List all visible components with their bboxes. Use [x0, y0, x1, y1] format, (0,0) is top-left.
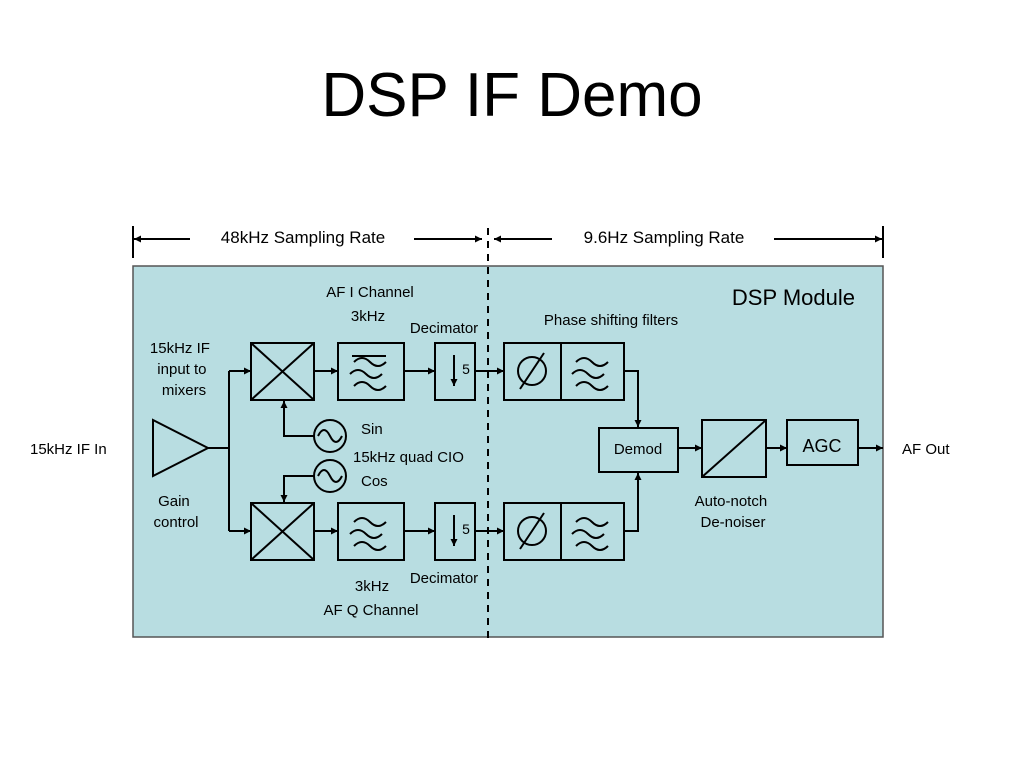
- q-phase-shifter-block: [503, 502, 562, 561]
- af-q-channel-label: AF Q Channel: [323, 602, 418, 619]
- q-phase-filter-block: [560, 502, 625, 561]
- demod-block: [598, 427, 679, 473]
- oscillator-label: 15kHz quad CIO: [353, 449, 464, 466]
- left-sampling-rate-label: 48kHz Sampling Rate: [221, 228, 385, 247]
- i-phase-filter-block: [560, 342, 625, 401]
- sampling-rate-markers: 48kHz Sampling Rate 9.6Hz Sampling Rate: [132, 226, 884, 258]
- q-lpf-cutoff-label: 3kHz: [355, 578, 389, 595]
- sin-oscillator-icon: [313, 419, 347, 453]
- denoiser-label: Auto-notch De-noiser: [695, 493, 772, 531]
- if-input-label: 15kHz IF In: [30, 441, 107, 458]
- phase-filters-label: Phase shifting filters: [544, 312, 678, 329]
- demod-label: Demod: [614, 441, 662, 458]
- i-decimator-block: 5: [434, 342, 476, 401]
- agc-block: [786, 419, 859, 466]
- sin-label: Sin: [361, 421, 383, 438]
- i-mixer-block: [250, 342, 315, 401]
- gain-amplifier-block: [152, 418, 211, 478]
- dsp-module-box: [132, 265, 884, 638]
- agc-label: AGC: [802, 436, 841, 456]
- cos-oscillator-icon: [313, 459, 347, 493]
- i-lpf-cutoff-label: 3kHz: [351, 308, 385, 325]
- q-decimator-label: Decimator: [410, 570, 478, 587]
- i-decimator-label: Decimator: [410, 320, 478, 337]
- af-output-label: AF Out: [902, 441, 950, 458]
- dsp-module-label: DSP Module: [732, 285, 855, 310]
- q-lowpass-filter-block: [337, 502, 405, 561]
- i-decimation-factor: 5: [462, 361, 470, 377]
- i-lowpass-filter-block: [337, 342, 405, 401]
- cos-label: Cos: [361, 473, 388, 490]
- slide-title: DSP IF Demo: [321, 61, 703, 130]
- i-phase-shifter-block: [503, 342, 562, 401]
- if-mixer-input-label: 15kHz IF input to mixers: [150, 340, 214, 399]
- gain-control-label: Gain control: [153, 493, 198, 531]
- q-mixer-block: [250, 502, 315, 561]
- q-decimation-factor: 5: [462, 521, 470, 537]
- q-decimator-block: 5: [434, 502, 476, 561]
- right-sampling-rate-label: 9.6Hz Sampling Rate: [584, 228, 745, 247]
- denoiser-block: [701, 419, 767, 478]
- af-i-channel-label: AF I Channel: [326, 284, 414, 301]
